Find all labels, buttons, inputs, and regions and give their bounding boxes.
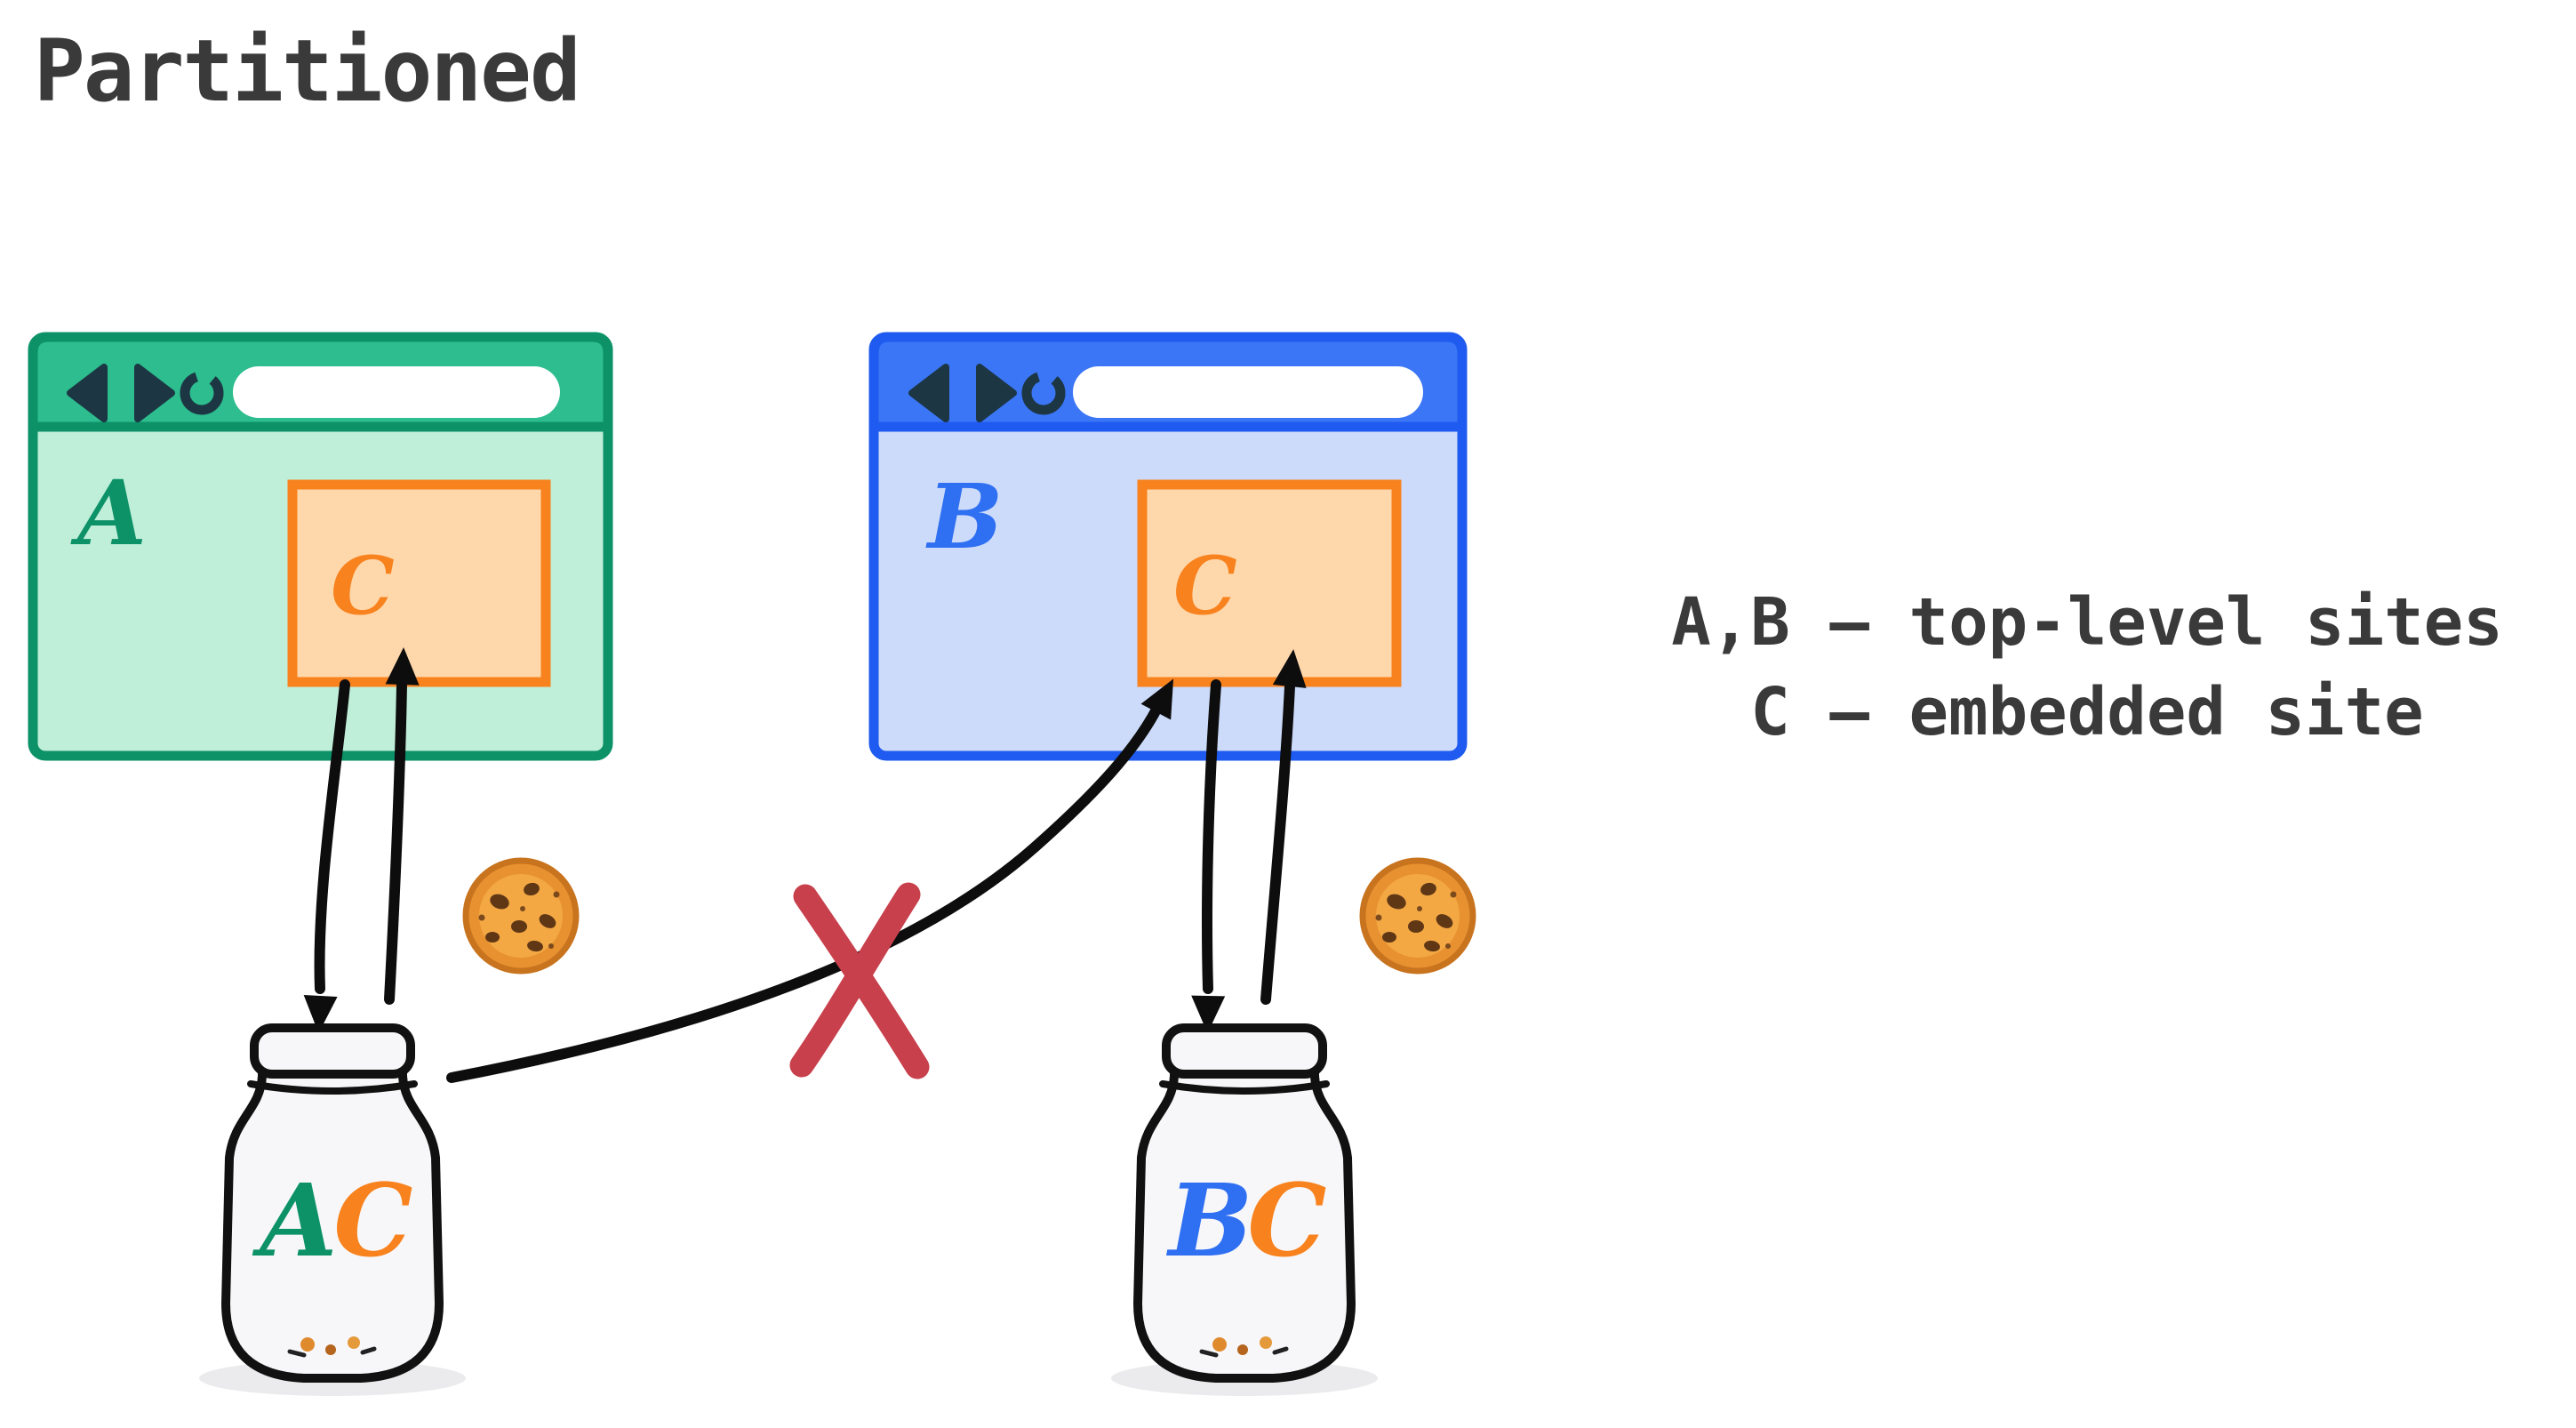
reload-icon[interactable] [178,369,226,417]
reload-icon[interactable] [1020,369,1068,417]
embedded-frame-c-in-b [1137,479,1402,687]
frame-c-label-in-a: C [331,539,395,633]
legend-line-2: C – embedded site [1750,673,2424,750]
arrowhead-up [1272,649,1307,688]
arrows-a-to-jar [314,679,407,1005]
jar-bc-letter-c: C [1247,1163,1326,1280]
read-arrow-up [384,679,407,1005]
arrowhead-down [303,995,338,1033]
blocked-cross-icon [789,882,930,1079]
legend-line-1: A,B – top-level sites [1671,584,2503,661]
jar-ac-letter-a: A [252,1163,338,1280]
browser-window-a: A C [28,332,613,761]
frame-c-label-in-b: C [1173,539,1237,633]
legend: A,B – top-level sites C – embedded site [1596,578,2576,757]
address-bar[interactable] [233,366,560,418]
window-a-label: A [70,461,147,566]
cookie-icon-left [466,861,576,971]
cookie-icon-right [1363,861,1473,971]
jar-ac-letter-c: C [333,1163,412,1280]
address-bar[interactable] [1073,366,1423,418]
read-arrow-up [1260,681,1295,1005]
jar-bc-letter-b: B [1166,1163,1253,1280]
forward-icon[interactable] [134,364,175,422]
cookie-jar-bc: B C [1111,1028,1378,1396]
cookie-jar-ac: A C [199,1028,466,1396]
embedded-frame-c-in-a [287,479,551,687]
write-arrow-down [314,679,350,994]
browser-window-b: B C [868,332,1468,761]
blocked-cross-partition-arrow [446,702,1163,1083]
arrowhead-up-right [1140,678,1174,720]
window-b-label: B [925,464,1004,569]
write-arrow-down [1202,679,1221,994]
forward-icon[interactable] [976,364,1017,422]
page-title: Partitioned [34,21,581,121]
back-icon[interactable] [908,364,949,422]
arrowhead-up [385,647,420,686]
arrows-b-to-jar [1202,679,1295,1005]
back-icon[interactable] [67,364,108,422]
arrowhead-down [1191,995,1226,1033]
